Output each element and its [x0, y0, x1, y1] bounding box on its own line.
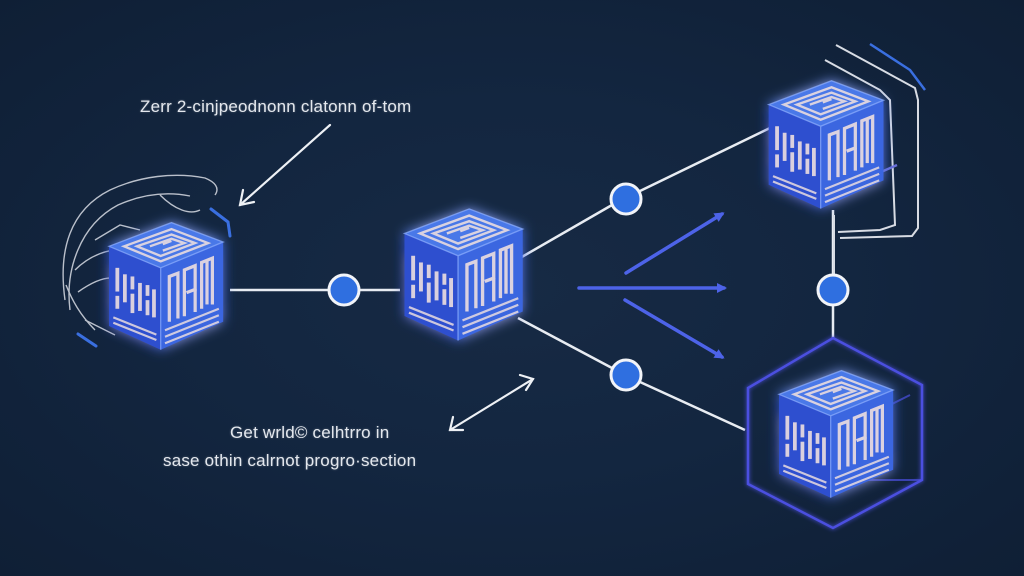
- hexagon-outline: [746, 336, 924, 530]
- cube-icon: [402, 207, 525, 343]
- hex-accent: [76, 207, 232, 348]
- arrow-bottom-annotation: [448, 373, 535, 432]
- caption-bottom-line2: sase othin calrnot progro·section: [163, 451, 417, 470]
- edge-center-to-lower: [517, 316, 613, 370]
- node-lower[interactable]: [609, 358, 643, 392]
- propagation-arrows: [577, 212, 727, 359]
- edge-lower-to-bottomright: [639, 380, 746, 432]
- block-top-right: [766, 42, 926, 276]
- annotation-arrows: [238, 123, 535, 432]
- block-center: [402, 207, 525, 343]
- block-bottom-right: [746, 336, 924, 530]
- edge-center-to-upper: [519, 203, 613, 260]
- caption-top: Zerr 2-cinjpeodnonn clatonn of-tom: [140, 97, 412, 116]
- cube-icon: [766, 79, 886, 211]
- arrow-down-right: [623, 298, 725, 359]
- node-upper[interactable]: [609, 182, 643, 216]
- arrow-up-right: [624, 212, 725, 275]
- edge-upper-to-topright: [639, 126, 771, 193]
- connection-lines: [230, 126, 835, 432]
- node-right[interactable]: [816, 273, 850, 307]
- cube-icon: [777, 368, 895, 500]
- arrow-top-annotation: [238, 123, 332, 207]
- block-left: [62, 174, 232, 352]
- frame-lines: [824, 44, 919, 276]
- caption-bottom-line1: Get wrld© celhtrro in: [230, 423, 390, 442]
- connector-nodes: [327, 182, 850, 392]
- cube-icon: [107, 220, 225, 352]
- node-left-center[interactable]: [327, 273, 361, 307]
